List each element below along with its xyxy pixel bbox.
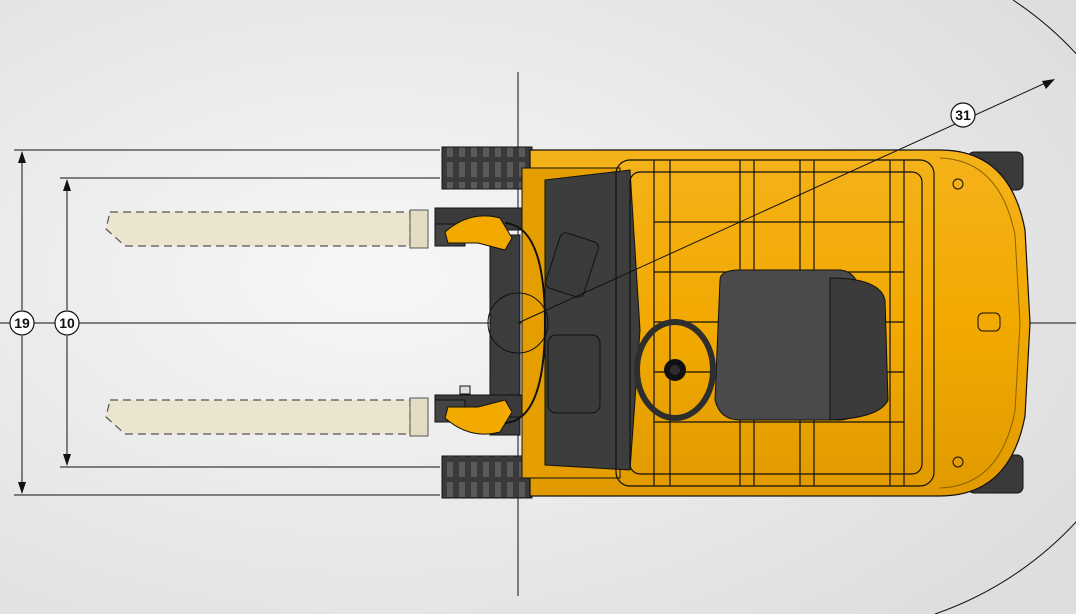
carriage-ring (504, 222, 547, 424)
mast-center-circle (487, 292, 549, 354)
label-31-text: 31 (955, 107, 971, 123)
label-10-text: 10 (59, 315, 75, 331)
fork-top (105, 209, 429, 249)
tow-pin (977, 312, 1001, 332)
operator-seat (714, 269, 889, 421)
dimension-10-arrow (63, 179, 71, 466)
control-lever-bottom (547, 334, 601, 414)
counterweight-outline (939, 157, 1021, 489)
bolt-bottom (952, 456, 964, 468)
turning-radius-arc (934, 0, 1076, 614)
front-wheel-bottom (441, 455, 533, 499)
dimension-19-arrow (18, 151, 26, 494)
label-19: 19 (9, 310, 35, 336)
steering-wheel (634, 319, 716, 421)
label-19-text: 19 (14, 315, 30, 331)
control-lever-top (545, 232, 599, 298)
fork-bottom (105, 397, 429, 437)
front-wheel-top (441, 146, 533, 190)
label-10: 10 (54, 310, 80, 336)
bolt-top (952, 178, 964, 190)
label-31: 31 (950, 102, 976, 128)
turning-radius-arrowhead (1042, 79, 1055, 89)
cab-floor (544, 169, 641, 471)
fork-hook-top (444, 215, 513, 251)
fork-hook-bottom (444, 399, 513, 435)
